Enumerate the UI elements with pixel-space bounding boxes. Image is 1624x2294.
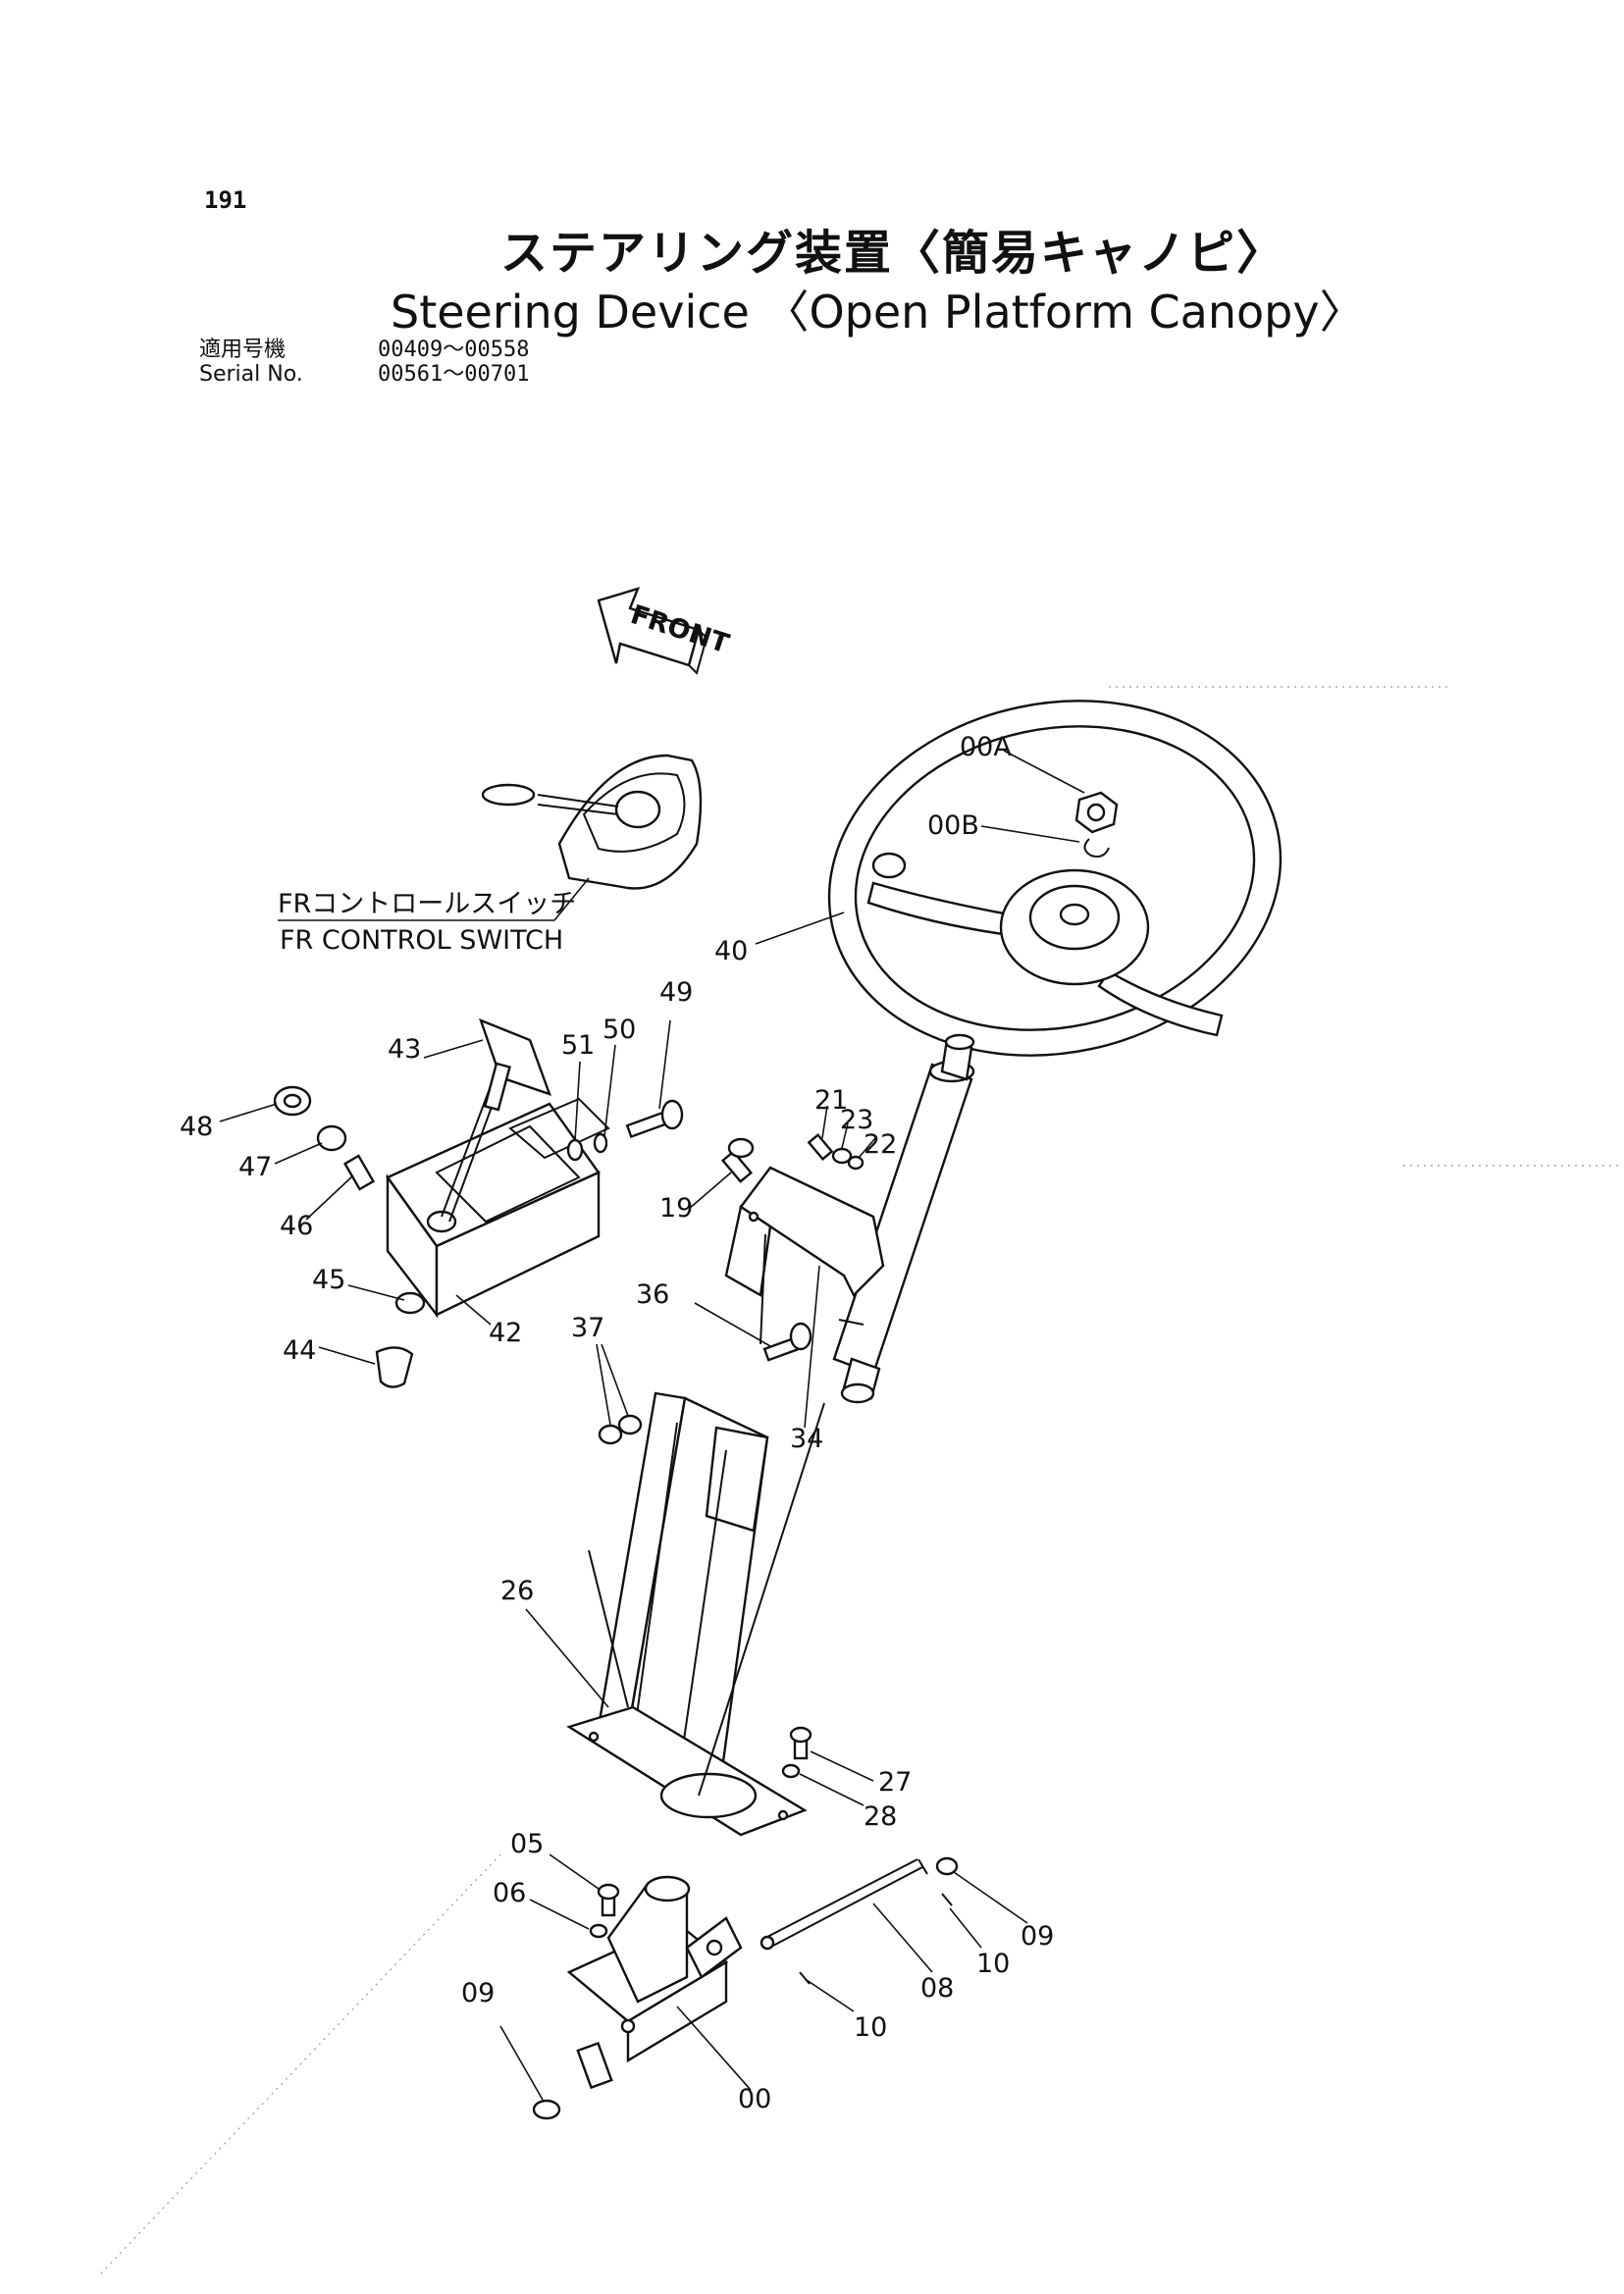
callout-21: 21	[814, 1085, 848, 1116]
rod-08	[760, 1856, 959, 1985]
callout-45: 45	[312, 1265, 345, 1295]
hardware-19-21-22-23	[720, 1133, 864, 1183]
callout-28: 28	[864, 1801, 897, 1832]
steering-column	[832, 1033, 975, 1404]
hardware-36-37	[598, 1322, 812, 1445]
callout-00: 00	[738, 2084, 771, 2114]
steering-wheel	[827, 700, 1283, 1057]
scan-guide-lines	[97, 686, 1619, 2277]
callout-09-left: 09	[461, 1978, 495, 2008]
serial-label-jp: 適用号機	[199, 338, 287, 362]
hardware-49-50-51	[566, 1099, 684, 1162]
callout-37: 37	[571, 1313, 604, 1343]
title-english: Steering Device 〈Open Platform Canopy〉	[391, 286, 1365, 339]
callout-43: 43	[388, 1034, 421, 1065]
serial-range-2: 00561～00701	[378, 362, 530, 387]
lever-box	[386, 1059, 610, 1319]
serial-number-block: 適用号機 00409～00558 Serial No. 00561～00701	[199, 338, 529, 387]
callout-09-right: 09	[1021, 1921, 1054, 1952]
fr-switch-label-en: FR CONTROL SWITCH	[280, 925, 563, 956]
page-number: 191	[204, 186, 247, 214]
callout-19: 19	[659, 1193, 693, 1224]
callout-42: 42	[489, 1318, 522, 1348]
callout-10-right: 10	[976, 1949, 1010, 1979]
serial-row-jp: 適用号機 00409～00558	[199, 338, 529, 362]
column-stand	[566, 1391, 825, 1837]
callout-06: 06	[493, 1878, 526, 1908]
title-japanese: ステアリング装置〈簡易キャノピ〉	[500, 226, 1286, 281]
lever-43	[479, 1017, 551, 1112]
callout-34: 34	[790, 1424, 823, 1454]
column-bracket	[724, 1166, 885, 1345]
callout-47: 47	[238, 1152, 272, 1182]
callout-05: 05	[510, 1829, 544, 1859]
callout-49: 49	[659, 977, 693, 1008]
callout-26: 26	[500, 1576, 534, 1606]
front-arrow: FRONT	[597, 587, 733, 675]
callout-10-left: 10	[854, 2012, 887, 2043]
callout-48: 48	[180, 1112, 213, 1142]
callout-51: 51	[561, 1030, 595, 1061]
callout-46: 46	[280, 1211, 313, 1241]
callout-27: 27	[878, 1767, 912, 1798]
leader-lines	[219, 750, 1085, 2101]
bottom-assembly	[532, 1875, 743, 2120]
callout-44: 44	[283, 1335, 316, 1366]
callout-00B: 00B	[927, 810, 979, 841]
callout-08: 08	[920, 1973, 954, 2004]
callout-40: 40	[714, 936, 748, 966]
serial-range-1: 00409～00558	[378, 338, 530, 362]
callout-labels: 00A 00B 40 49 50 51 43 48 47 46 45 42 44…	[180, 732, 1054, 2114]
serial-label-en: Serial No.	[199, 362, 303, 387]
hardware-27-28	[781, 1726, 812, 1779]
callout-36: 36	[636, 1279, 669, 1310]
small-hardware-left	[273, 1085, 426, 1388]
callout-00A: 00A	[960, 732, 1012, 762]
fr-control-switch: FRコントロールスイッチ FR CONTROL SWITCH	[278, 754, 703, 956]
fr-switch-label-jp: FRコントロールスイッチ	[278, 889, 576, 919]
hardware-05-06	[589, 1883, 620, 1939]
callout-22: 22	[864, 1129, 897, 1160]
callout-23: 23	[840, 1105, 873, 1135]
serial-row-en: Serial No. 00561～00701	[199, 362, 529, 387]
callout-50: 50	[602, 1015, 636, 1045]
